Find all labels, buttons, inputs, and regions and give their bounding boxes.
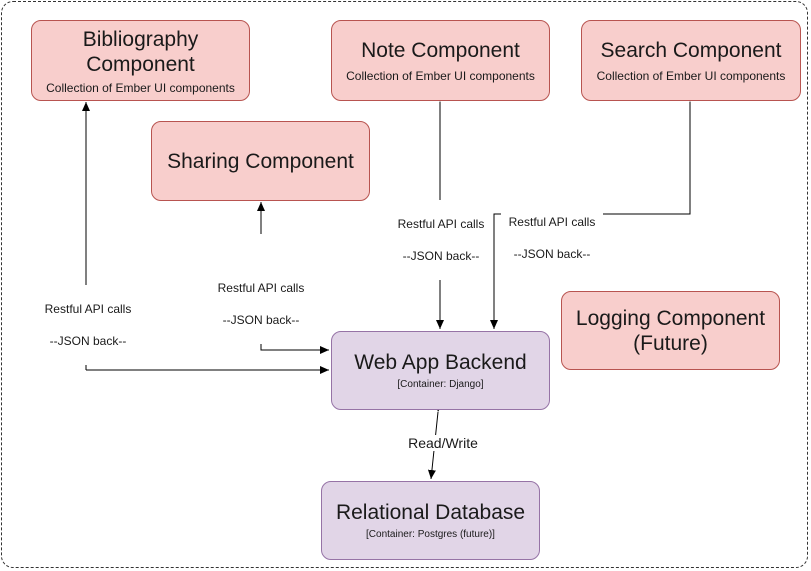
logging-title: Logging Component (575, 306, 766, 330)
search-component[interactable]: Search Component Collection of Ember UI … (581, 20, 801, 101)
edge-label-note: Restful API calls --JSON back-- (390, 200, 492, 280)
edge-label-line1: Restful API calls (397, 217, 485, 231)
edge-label-line2: --JSON back-- (222, 313, 300, 327)
search-subtitle: Collection of Ember UI components (596, 69, 786, 83)
edge-label-sharing: Restful API calls --JSON back-- (210, 264, 312, 344)
database-title: Relational Database (335, 501, 526, 524)
edge-label-line2: --JSON back-- (402, 249, 480, 263)
bibliography-component[interactable]: Bibliography Component Collection of Emb… (31, 20, 250, 101)
sharing-title: Sharing Component (167, 149, 354, 173)
edge-label-line1: Restful API calls (508, 215, 596, 229)
edge-label-line1: Restful API calls (44, 302, 132, 316)
edge-label-line2: --JSON back-- (513, 247, 591, 261)
search-title: Search Component (600, 39, 782, 62)
bibliography-subtitle: Collection of Ember UI components (46, 80, 235, 95)
backend-container-tag: [Container: Django] (397, 379, 484, 390)
relational-database[interactable]: Relational Database [Container: Postgres… (321, 481, 540, 560)
logging-title-future: (Future) (633, 331, 708, 355)
note-component[interactable]: Note Component Collection of Ember UI co… (331, 20, 550, 101)
note-subtitle: Collection of Ember UI components (346, 69, 535, 83)
edge-label-bibliography: Restful API calls --JSON back-- (38, 285, 138, 365)
edge-label-line2: --JSON back-- (49, 334, 127, 348)
sharing-component[interactable]: Sharing Component (151, 121, 370, 201)
edge-label-search: Restful API calls --JSON back-- (501, 198, 603, 278)
note-title: Note Component (361, 39, 520, 62)
edge-label-line1: Restful API calls (217, 281, 305, 295)
logging-component[interactable]: Logging Component (Future) (561, 291, 780, 370)
bibliography-title: Bibliography Component (82, 27, 199, 76)
database-container-tag: [Container: Postgres (future)] (366, 529, 495, 540)
backend-title: Web App Backend (354, 351, 527, 374)
web-app-backend[interactable]: Web App Backend [Container: Django] (331, 331, 550, 410)
edge-label-read-write: Read/Write (403, 435, 483, 451)
